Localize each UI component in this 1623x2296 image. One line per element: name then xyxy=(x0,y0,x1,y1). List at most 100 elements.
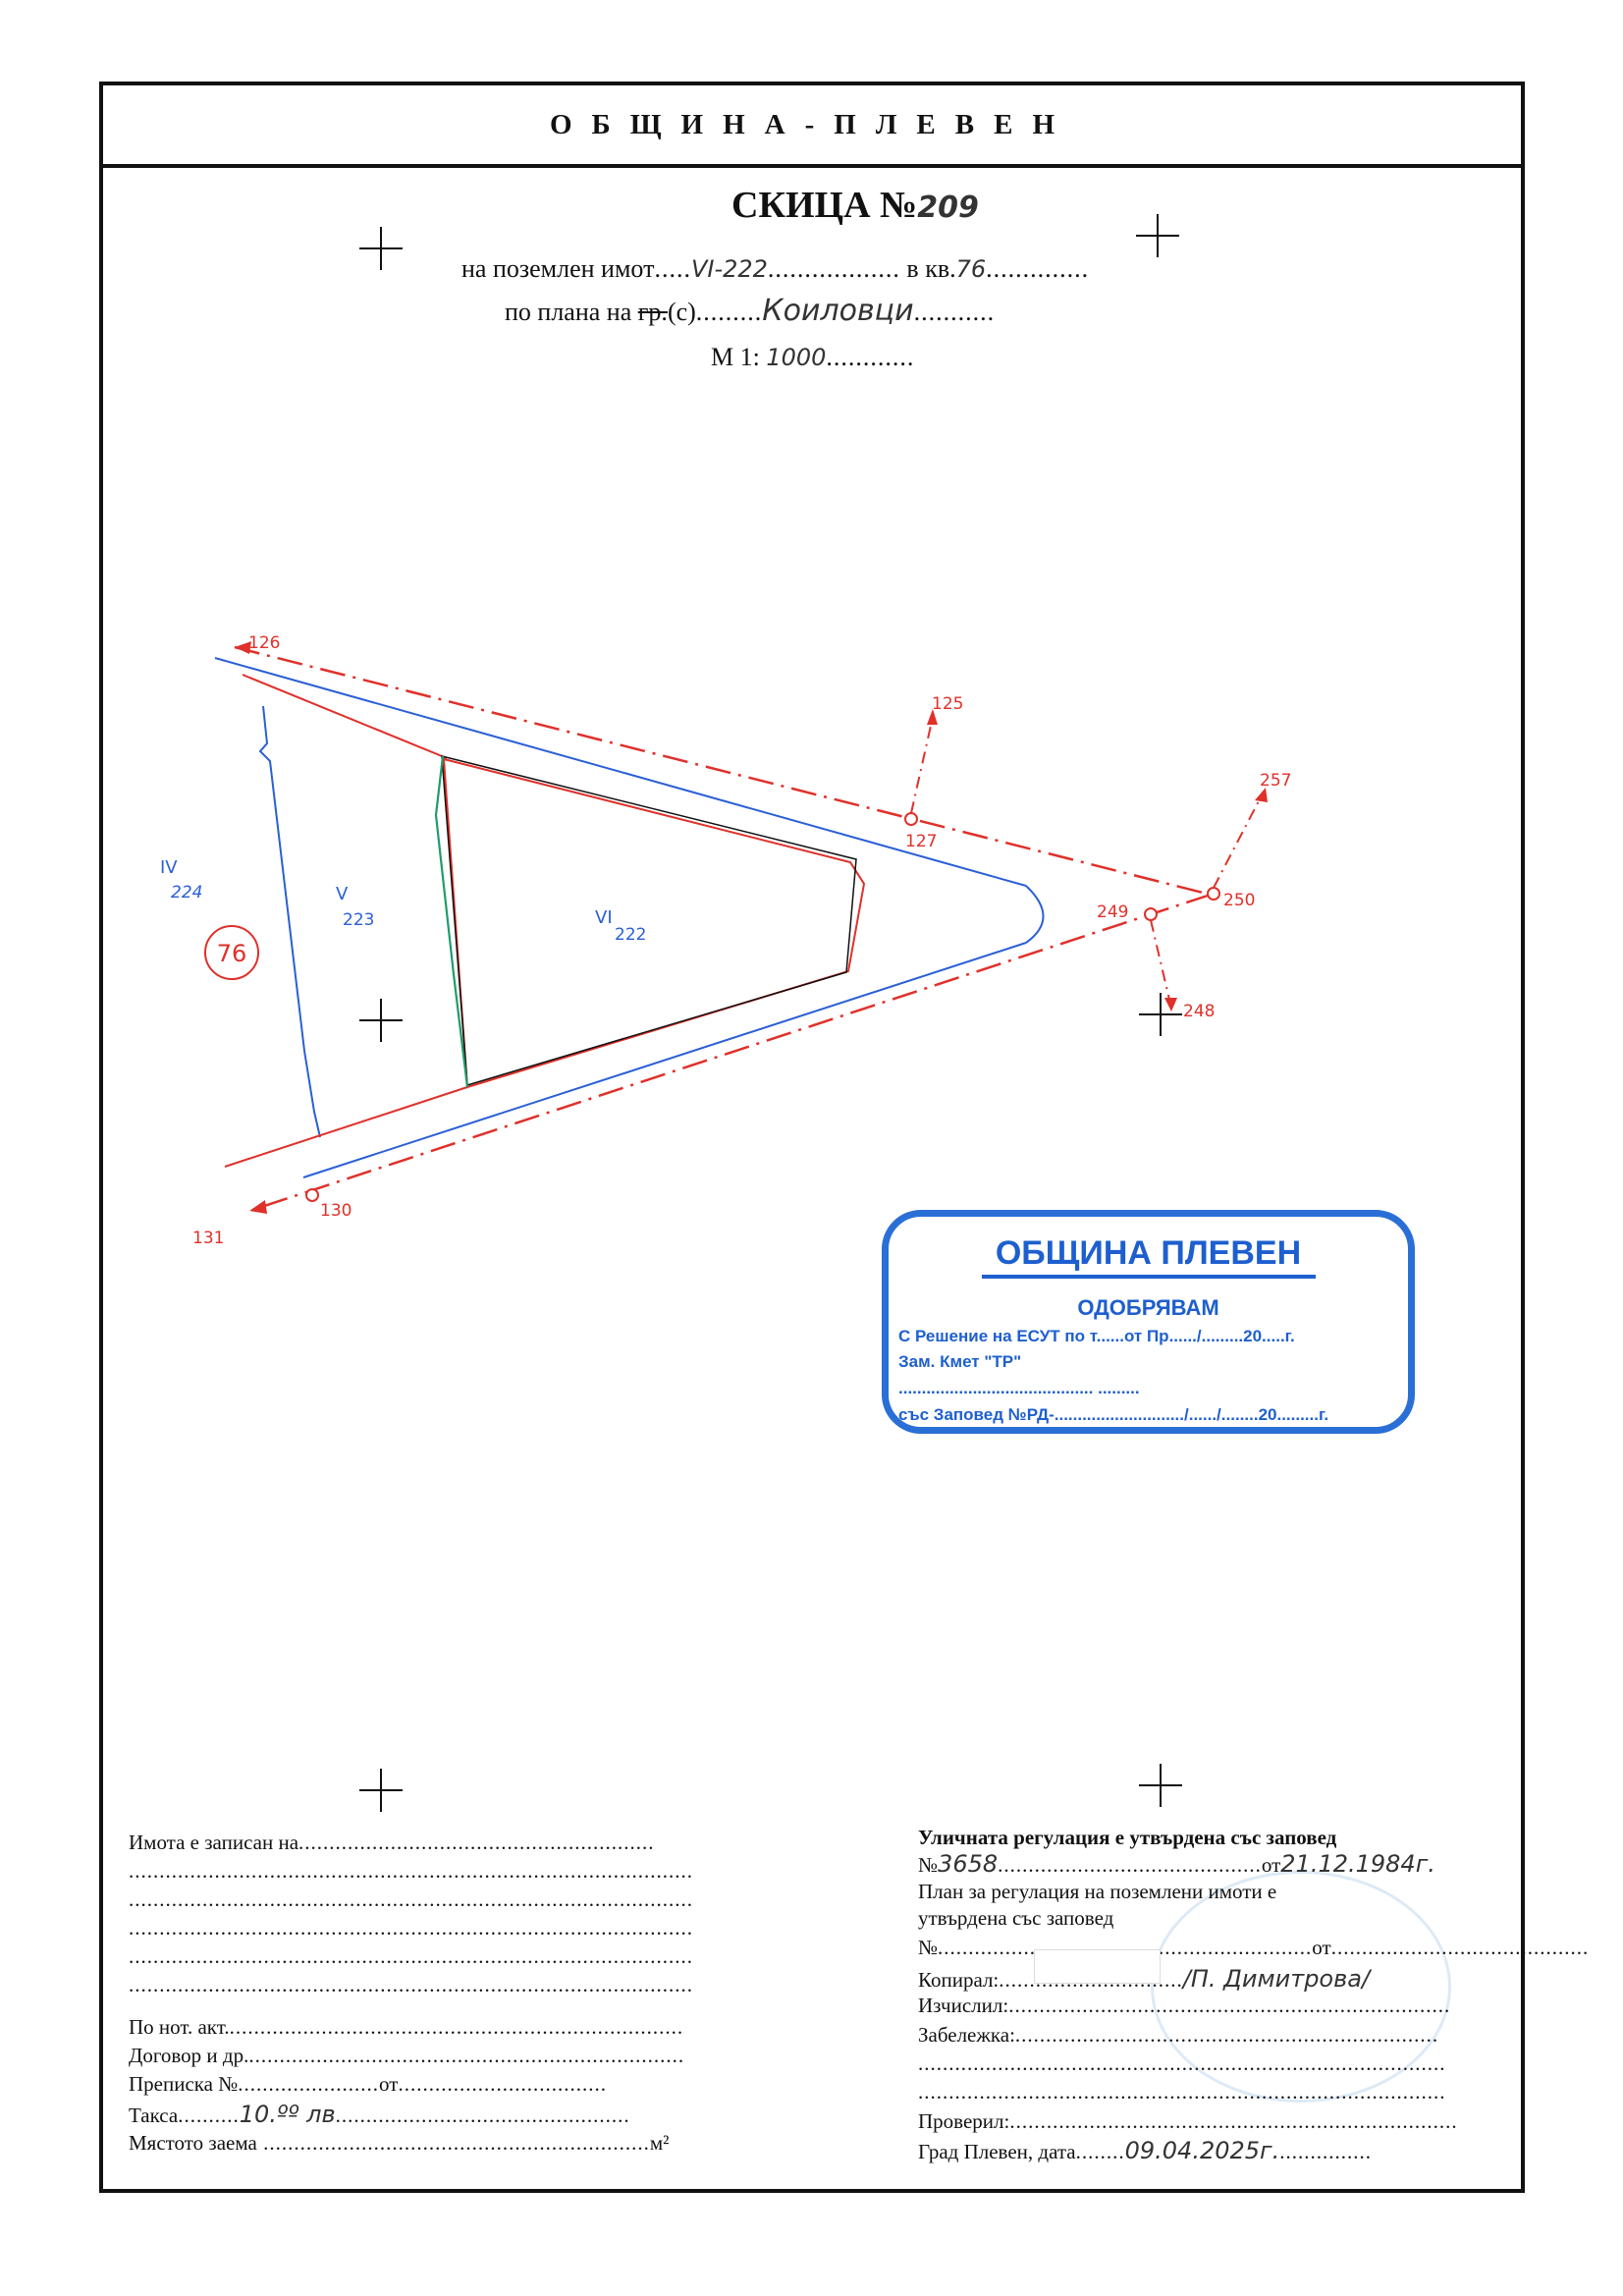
parcel-223-roman: V xyxy=(336,884,349,904)
plan-value: Коиловци xyxy=(762,294,914,328)
city-date-label: Град Плевен, дата xyxy=(918,2140,1076,2163)
registration-cross xyxy=(1139,993,1182,1036)
area-unit: м² xyxy=(649,2131,670,2155)
contract-label: Договор и др. xyxy=(129,2044,249,2067)
redaction-box xyxy=(1034,1949,1161,1984)
left-line-9: Такса..........10.ºº лв.................… xyxy=(129,2101,630,2128)
order-no: 3658 xyxy=(938,1850,999,1878)
sketch-title-block: СКИЦА №209 xyxy=(731,184,979,227)
plan-line: по плана на гр.(с).........Коиловци.....… xyxy=(505,294,996,328)
stamp-decision: С Решение на ЕСУТ по т......от Пр....../… xyxy=(898,1327,1295,1345)
point-249 xyxy=(1144,907,1158,921)
property-prefix: на поземлен имот xyxy=(461,254,655,283)
plan-from-prefix: от xyxy=(1312,1936,1331,1959)
recorded-to-label: Имота е записан на xyxy=(129,1831,299,1854)
plan-prefix: по плана на xyxy=(505,298,632,326)
parcel-222-boundary xyxy=(441,755,857,1086)
stamp-deputy-mayor: Зам. Кмет "ТР" xyxy=(898,1352,1022,1371)
stamp-approve: ОДОБРЯВАМ xyxy=(1077,1295,1219,1320)
parcel-224-roman: IV xyxy=(160,857,178,878)
left-line-5b: ........................................… xyxy=(129,1973,693,1996)
parcel-224-number: 224 xyxy=(171,883,202,902)
arrow-head xyxy=(1255,788,1268,802)
regulation-line-lower xyxy=(224,1086,468,1168)
label-257: 257 xyxy=(1260,771,1291,791)
order-date-prefix: от xyxy=(1261,1853,1281,1877)
left-line-7: Договор и др............................… xyxy=(129,2044,685,2067)
municipality-title: ОБЩИНА-ПЛЕВЕН xyxy=(549,108,1075,140)
left-line-2: ........................................… xyxy=(129,1859,693,1883)
parcel-222-west-boundary xyxy=(434,755,469,1088)
registration-cross xyxy=(359,999,403,1042)
label-130: 130 xyxy=(320,1201,352,1221)
block-value: 76 xyxy=(955,255,987,283)
street-axis-upper xyxy=(234,645,1212,897)
registration-cross xyxy=(1136,214,1179,257)
block-circle xyxy=(204,925,259,980)
left-line-10: Мястото заема ..........................… xyxy=(129,2131,670,2155)
tax-label: Такса xyxy=(129,2104,179,2127)
order-date: 21.12.1984г. xyxy=(1280,1850,1435,1878)
note-line: Забележка:..............................… xyxy=(918,2023,1439,2047)
note-line-2: ........................................… xyxy=(918,2051,1446,2075)
parcel-222-number: 222 xyxy=(615,925,646,945)
registration-cross xyxy=(359,1769,403,1812)
checked-label: Проверил: xyxy=(918,2109,1010,2133)
copied-value: /П. Димитрова/ xyxy=(1182,1965,1371,1993)
approval-stamp: ОБЩИНА ПЛЕВЕН ОДОБРЯВАМ С Решение на ЕСУ… xyxy=(882,1210,1415,1434)
block-circle-label: 76 xyxy=(217,940,247,967)
stamp-municipality: ОБЩИНА ПЛЕВЕН xyxy=(889,1234,1408,1279)
label-250: 250 xyxy=(1223,891,1255,910)
label-126: 126 xyxy=(248,633,280,653)
note-line-3: ........................................… xyxy=(918,2080,1446,2104)
calc-label: Изчислил: xyxy=(918,1994,1009,2017)
plan-type: (с) xyxy=(667,298,696,326)
registration-cross xyxy=(359,227,403,270)
notary-act-label: По нот. акт. xyxy=(129,2015,230,2039)
parcel-224-boundary xyxy=(258,705,321,1138)
block-prefix: в кв. xyxy=(906,254,956,283)
label-248: 248 xyxy=(1183,1002,1215,1021)
tax-value: 10.ºº лв xyxy=(239,2101,336,2128)
cadastral-line-lower xyxy=(302,942,1027,1178)
file-from-label: от xyxy=(379,2072,399,2096)
note-label: Забележка: xyxy=(918,2023,1015,2047)
left-line-3: ........................................… xyxy=(129,1887,693,1911)
scale-prefix: М 1: xyxy=(711,343,760,371)
area-label: Мястото заема xyxy=(129,2131,257,2155)
plan-regulation-text-1: План за регулация на поземлени имоти е xyxy=(918,1880,1277,1903)
street-regulation-text: Уличната регулация е утвърдена със запов… xyxy=(918,1826,1337,1849)
plan-no-prefix: № xyxy=(918,1936,939,1959)
scale-value: 1000 xyxy=(766,344,827,371)
arrow-head xyxy=(235,641,251,654)
cadastral-curve xyxy=(1025,885,1045,944)
street-axis-lower xyxy=(248,893,1212,1213)
document-frame: ОБЩИНА-ПЛЕВЕН xyxy=(99,82,1525,2193)
arrow-head xyxy=(927,709,938,725)
regulation-line-upper xyxy=(242,674,448,759)
left-line-4: ........................................… xyxy=(129,1916,693,1940)
round-seal xyxy=(1151,1871,1451,2103)
direction-125 xyxy=(910,716,934,814)
left-line-8: Преписка №.......................от.....… xyxy=(129,2072,607,2096)
point-130 xyxy=(305,1188,319,1202)
label-125: 125 xyxy=(932,694,963,714)
order-no-prefix: № xyxy=(918,1853,939,1877)
plan-order-line: №.......................................… xyxy=(918,1936,1590,1959)
parcel-223-number: 223 xyxy=(343,910,374,930)
parcel-222-roman: VI xyxy=(595,907,613,928)
arrow-head xyxy=(1164,998,1177,1011)
cadastral-line-upper xyxy=(214,657,1027,887)
file-no-label: Преписка № xyxy=(129,2072,239,2096)
left-line-6: По нот. акт.............................… xyxy=(129,2015,684,2039)
plan-regulation-text-2: утвърдена със заповед xyxy=(918,1906,1114,1930)
property-value: VI-222 xyxy=(690,255,768,283)
label-131: 131 xyxy=(192,1229,224,1248)
direction-248 xyxy=(1150,919,1171,1005)
left-line-5: ........................................… xyxy=(129,1944,693,1968)
city-date-line: Град Плевен, дата........09.04.2025г....… xyxy=(918,2137,1373,2164)
label-127: 127 xyxy=(905,832,937,851)
left-line-1: Имота е записан на......................… xyxy=(129,1831,655,1854)
sketch-title: СКИЦА № xyxy=(731,185,918,226)
